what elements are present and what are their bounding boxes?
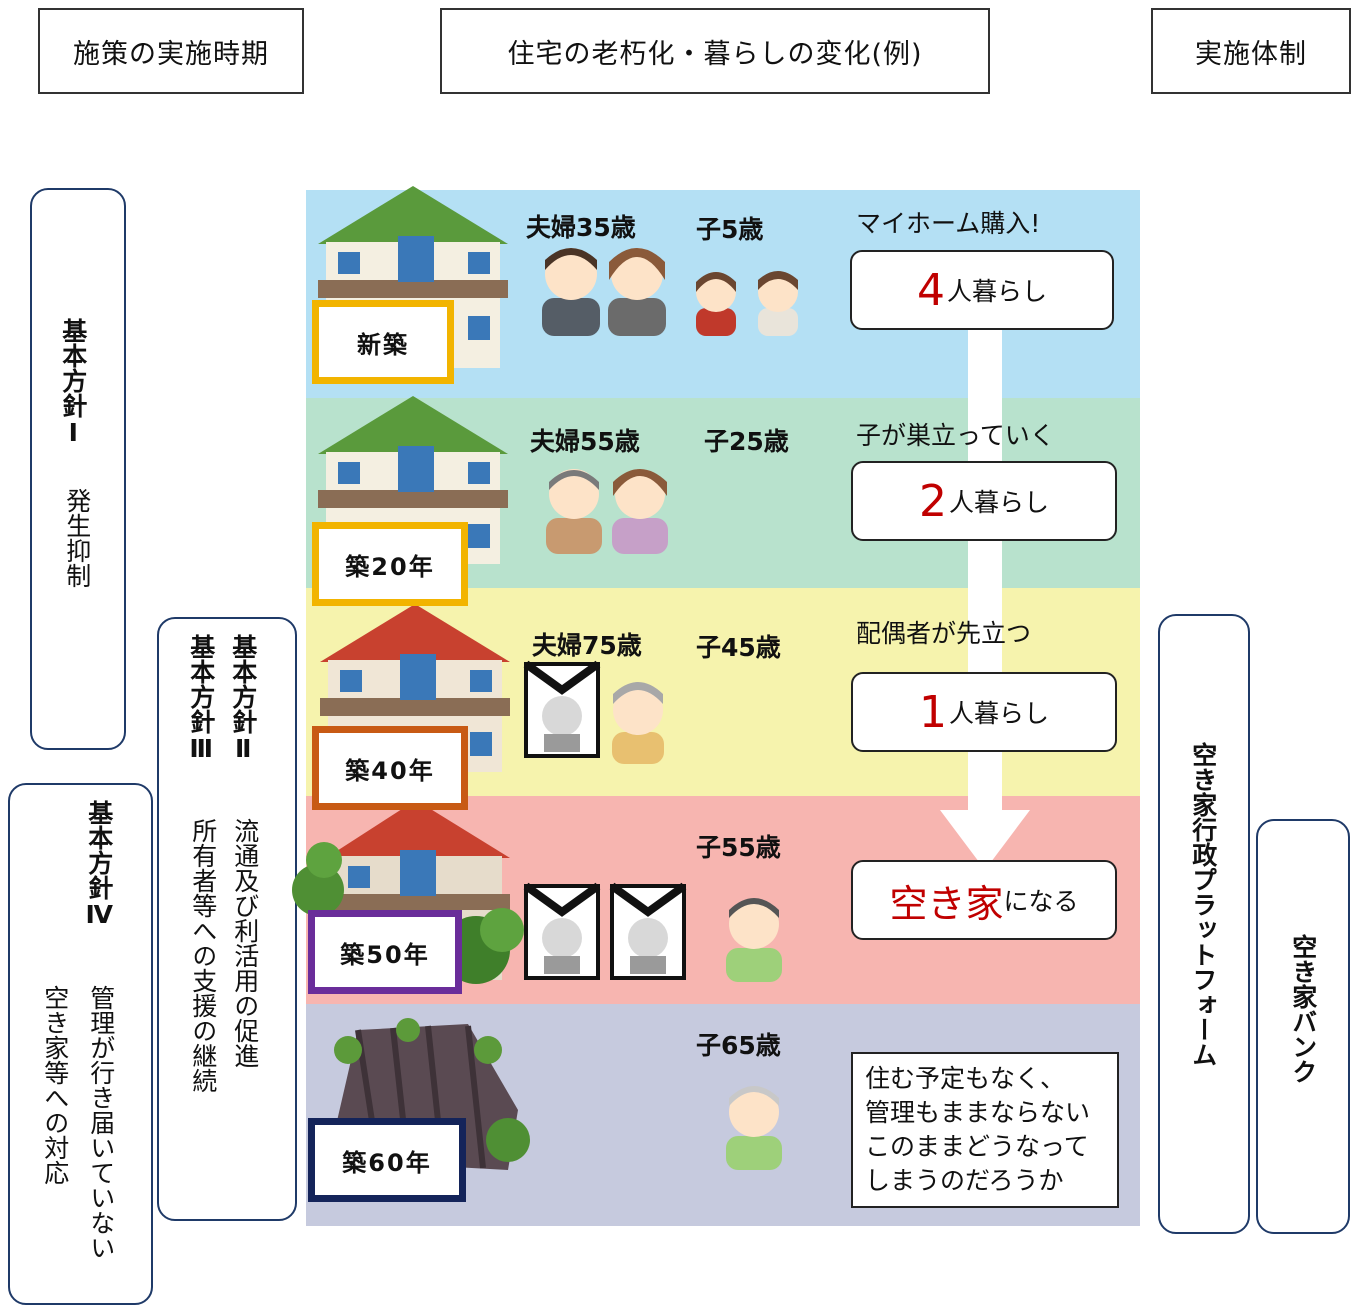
person-icon xyxy=(726,1086,782,1170)
memorial-portrait-icon xyxy=(609,882,687,980)
person-icon xyxy=(608,248,666,336)
person-icon xyxy=(612,469,668,554)
building-age-label: 築50年 xyxy=(308,910,462,994)
building-age-label: 築60年 xyxy=(308,1118,466,1202)
household-count-text: 人暮らし xyxy=(948,699,1049,728)
header-change: 住宅の老朽化・暮らしの変化(例) xyxy=(440,8,990,94)
future-concern-note: 住む予定もなく、 管理もままならない このままどうなって しまうのだろうか xyxy=(851,1052,1119,1208)
header-system: 実施体制 xyxy=(1151,8,1351,94)
vacant-house-text: になる xyxy=(1003,887,1079,916)
policy-2-title: 基本方針Ⅱ xyxy=(228,634,258,763)
policy-4-box xyxy=(8,783,153,1305)
household-count-number: 1 xyxy=(918,686,947,738)
child-age: 子25歳 xyxy=(704,427,789,456)
policy-1-title: 基本方針Ⅰ xyxy=(58,318,88,447)
child-age: 子55歳 xyxy=(696,833,781,862)
child-age: 子45歳 xyxy=(696,633,781,662)
building-age-label: 築20年 xyxy=(312,522,468,606)
note-line: しまうのだろうか xyxy=(865,1166,1064,1195)
person-icon xyxy=(542,248,600,336)
memorial-portrait-icon xyxy=(523,660,601,758)
couple-age: 夫婦35歳 xyxy=(526,213,636,242)
child-icon xyxy=(696,272,736,336)
life-event: マイホーム購入! xyxy=(856,209,1041,238)
household-count-number: 4 xyxy=(916,264,945,316)
person-icon xyxy=(726,898,782,982)
policy-3-body: 所有者等への支援の継続 xyxy=(188,818,218,1093)
header-period: 施策の実施時期 xyxy=(38,8,304,94)
policy-4-title: 基本方針Ⅳ xyxy=(84,800,114,929)
household-count-text: 人暮らし xyxy=(948,488,1049,517)
policy-3-title: 基本方針Ⅲ xyxy=(186,634,216,763)
policy-4-body-1: 管理が行き届いていない xyxy=(86,985,116,1260)
child-icon xyxy=(758,271,798,336)
policy-4-body-2: 空き家等への対応 xyxy=(40,985,70,1185)
couple-age: 夫婦55歳 xyxy=(530,427,640,456)
platform-box xyxy=(1158,614,1250,1234)
person-icon xyxy=(546,469,602,554)
down-arrow-icon xyxy=(940,330,1030,870)
policy-2-body: 流通及び利活用の促進 xyxy=(230,818,260,1068)
platform-label: 空き家行政プラットフォーム xyxy=(1188,742,1218,1067)
building-age-label: 築40年 xyxy=(312,726,468,810)
child-age: 子65歳 xyxy=(696,1031,781,1060)
child-age: 子5歳 xyxy=(696,215,764,244)
vacant-house-box: 空き家になる xyxy=(851,860,1117,940)
person-icon xyxy=(612,682,664,764)
note-line: このままどうなって xyxy=(865,1132,1089,1161)
note-line: 管理もままならない xyxy=(865,1098,1091,1127)
policy-1-body: 発生抑制 xyxy=(62,488,92,588)
policy-1-box xyxy=(30,188,126,750)
couple-age: 夫婦75歳 xyxy=(532,631,642,660)
memorial-portrait-icon xyxy=(523,882,601,980)
bank-label: 空き家バンク xyxy=(1288,934,1318,1084)
household-count-number: 2 xyxy=(918,475,947,527)
note-line: 住む予定もなく、 xyxy=(865,1064,1066,1093)
household-count-text: 人暮らし xyxy=(946,277,1047,306)
bank-box xyxy=(1256,819,1350,1234)
life-event: 子が巣立っていく xyxy=(856,421,1055,450)
vacant-house-word: 空き家 xyxy=(889,881,1004,926)
building-age-label: 新築 xyxy=(312,300,454,384)
policy-2-3-box xyxy=(157,617,297,1221)
life-event: 配偶者が先立つ xyxy=(856,619,1032,648)
